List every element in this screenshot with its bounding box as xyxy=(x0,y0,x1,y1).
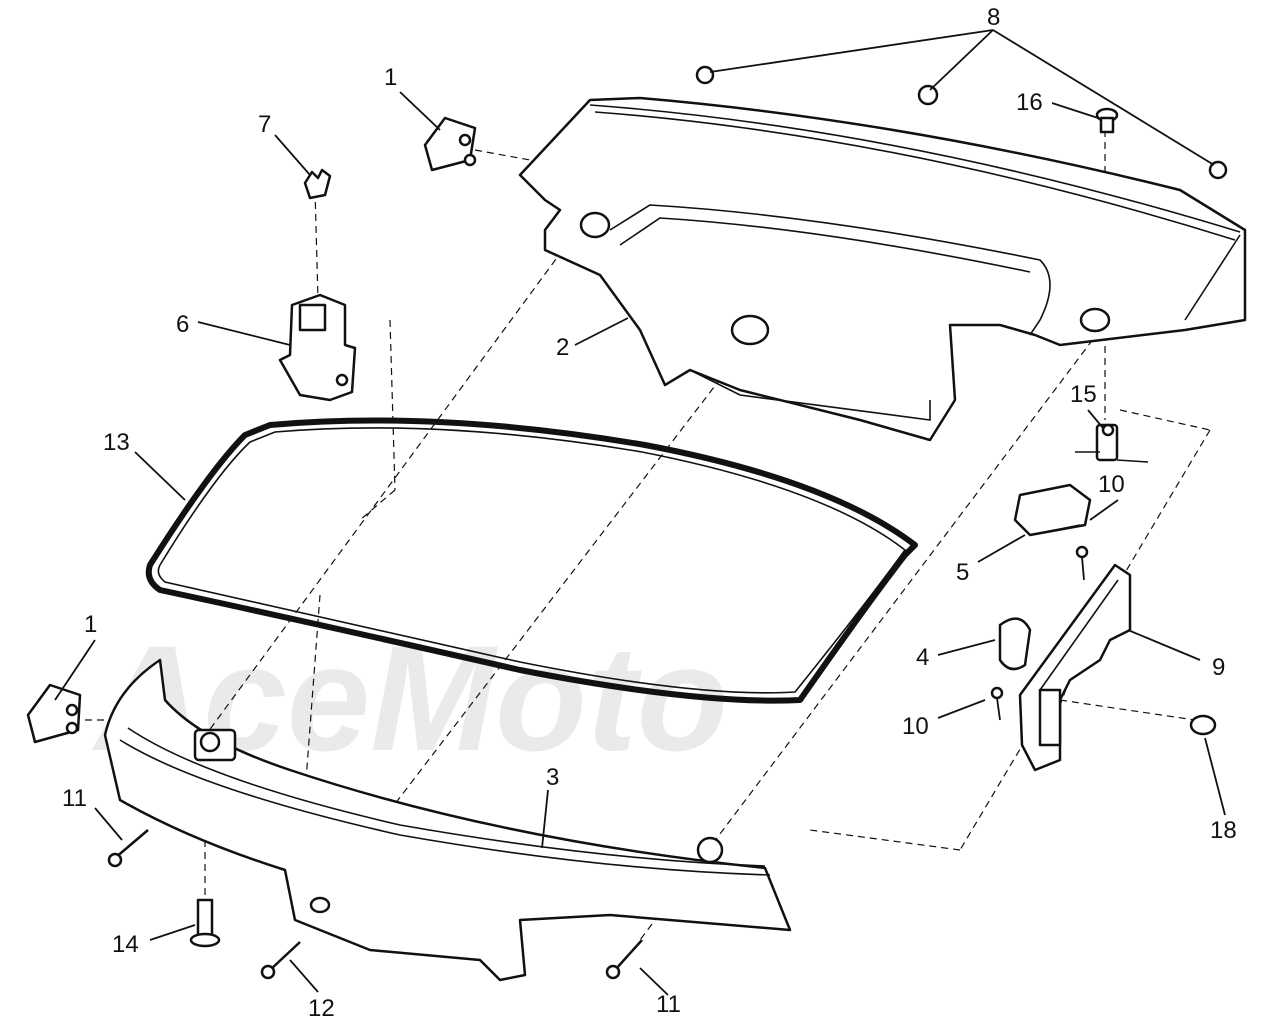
callout-labels: 1 1 2 3 4 5 6 7 8 9 10 10 11 11 12 13 14… xyxy=(62,4,1237,1022)
callout-8: 8 xyxy=(987,4,1000,31)
pad-4 xyxy=(998,617,1032,671)
bolts-lower xyxy=(107,829,643,980)
callout-4: 4 xyxy=(916,644,929,671)
callout-12: 12 xyxy=(308,995,335,1022)
hinge-lower xyxy=(26,683,82,744)
lower-base-shell xyxy=(103,658,792,982)
callout-14: 14 xyxy=(112,931,139,958)
acorn-nuts xyxy=(695,65,1228,180)
callout-15: 15 xyxy=(1070,381,1097,408)
callout-18: 18 xyxy=(1210,817,1237,844)
callout-3: 3 xyxy=(546,764,559,791)
callout-11-right: 11 xyxy=(656,991,681,1018)
latch-hook-5 xyxy=(1013,483,1092,537)
callout-13: 13 xyxy=(103,429,130,456)
callout-9: 9 xyxy=(1212,654,1225,681)
grommet-18 xyxy=(1189,714,1217,736)
latch-bracket xyxy=(278,293,357,402)
hinge-upper xyxy=(423,116,477,172)
callout-10-upper: 10 xyxy=(1098,471,1125,498)
callout-1-upper: 1 xyxy=(384,64,397,91)
callout-6: 6 xyxy=(176,311,189,338)
retaining-clip xyxy=(303,168,332,200)
callout-7: 7 xyxy=(258,111,271,138)
latch-plate-9 xyxy=(1018,563,1132,772)
striker-15 xyxy=(1075,423,1149,463)
upper-lid-shell xyxy=(518,96,1247,442)
callout-2: 2 xyxy=(556,334,569,361)
screw-16 xyxy=(1095,107,1119,134)
callout-1-lower: 1 xyxy=(84,611,97,638)
screws-10 xyxy=(990,545,1089,721)
callout-16: 16 xyxy=(1016,89,1043,116)
callout-5: 5 xyxy=(956,559,969,586)
callout-leaders xyxy=(54,29,1226,996)
callout-11-left: 11 xyxy=(62,785,87,812)
callout-10-lower: 10 xyxy=(902,713,929,740)
lid-gasket xyxy=(145,417,918,704)
